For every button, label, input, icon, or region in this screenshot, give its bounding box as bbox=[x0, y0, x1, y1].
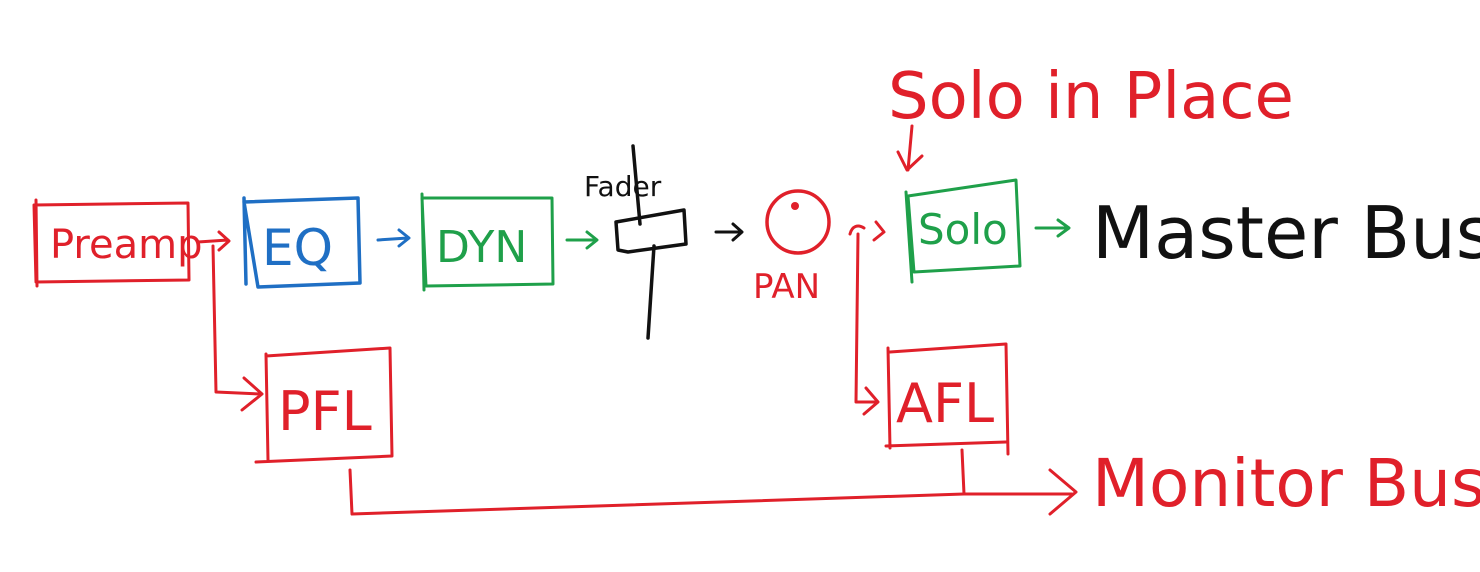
master-bus-label: Master Bus bbox=[1092, 191, 1480, 275]
pan-knob-dot-icon bbox=[791, 202, 799, 210]
dyn-to-fader-arrow bbox=[565, 230, 599, 250]
pan-to-solo-arrow bbox=[848, 220, 886, 242]
solo-in-place-label: Solo in Place bbox=[888, 60, 1294, 134]
afl-box bbox=[884, 342, 1010, 456]
preamp-box bbox=[32, 198, 191, 288]
preamp-to-eq-arrow bbox=[196, 230, 231, 252]
eq-box bbox=[242, 196, 362, 289]
pan-knob-icon bbox=[765, 189, 831, 255]
dyn-label: DYN bbox=[436, 222, 527, 273]
pan-to-afl-line bbox=[854, 232, 880, 416]
pfl-box bbox=[254, 346, 394, 464]
solo-label: Solo bbox=[918, 205, 1008, 254]
monitor-bus-label: Monitor Bus bbox=[1092, 445, 1480, 522]
dyn-box bbox=[420, 192, 555, 292]
afl-label: AFL bbox=[896, 372, 994, 435]
solo-to-master-arrow bbox=[1034, 218, 1071, 238]
eq-to-dyn-arrow bbox=[376, 228, 411, 248]
pfl-label: PFL bbox=[278, 380, 372, 443]
fader-label: Fader bbox=[584, 170, 662, 203]
preamp-to-pfl-line bbox=[211, 244, 264, 412]
preamp-label: Preamp bbox=[50, 222, 202, 268]
solo-in-place-arrow bbox=[896, 124, 924, 172]
pan-label: PAN bbox=[753, 267, 820, 307]
fader-to-pan-arrow bbox=[714, 222, 744, 242]
pfl-to-monitor-line bbox=[348, 468, 1078, 516]
eq-label: EQ bbox=[262, 219, 333, 277]
solo-box bbox=[904, 178, 1022, 284]
fader-icon bbox=[614, 144, 688, 340]
afl-to-monitor-line bbox=[960, 448, 966, 496]
